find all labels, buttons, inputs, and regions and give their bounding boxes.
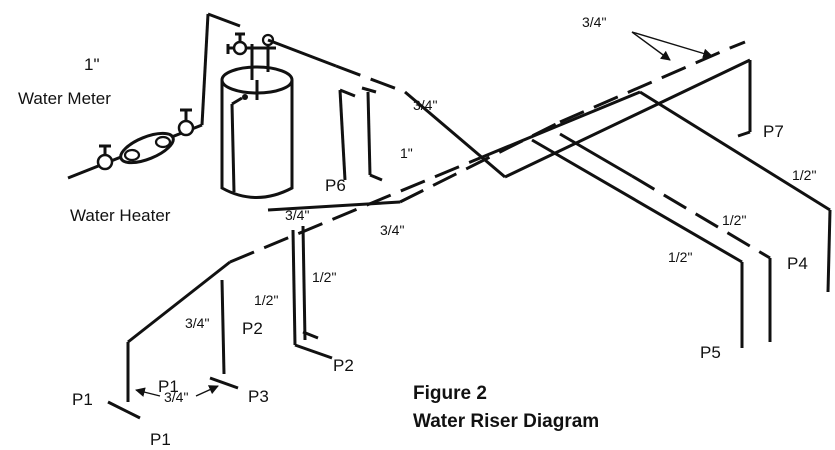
pipe-size-label: 1/2" xyxy=(668,249,692,265)
pipe-size-label: 3/4" xyxy=(380,222,404,238)
fixture-label: P3 xyxy=(248,387,269,406)
water-meter-label: Water Meter xyxy=(18,89,111,108)
pipe-size-label: 1/2" xyxy=(722,212,746,228)
fixture-label: P1 xyxy=(158,377,179,396)
water-heater-label: Water Heater xyxy=(70,206,171,225)
valve-icon xyxy=(177,119,195,137)
fixture-label: P2 xyxy=(333,356,354,375)
fixture-label: P2 xyxy=(242,319,263,338)
pipe-size-label: 1" xyxy=(400,145,413,161)
pipe-size-label: 3/4" xyxy=(185,315,209,331)
cold-water-lines xyxy=(107,40,832,420)
water-meter-assembly xyxy=(67,12,241,180)
water-meter-body xyxy=(119,131,175,165)
pipe-size-label: 3/4" xyxy=(164,389,188,405)
fixture-label: P7 xyxy=(763,122,784,141)
fixture-label: P1 xyxy=(72,390,93,409)
pipe-size-label: 3/4" xyxy=(285,207,309,223)
figure-title: Water Riser Diagram xyxy=(413,411,599,432)
figure-number: Figure 2 xyxy=(413,383,487,404)
water-heater xyxy=(220,32,294,199)
size-arrows xyxy=(135,31,713,397)
fixture-label: P4 xyxy=(787,254,808,273)
pipe-size-label: 1/2" xyxy=(312,269,336,285)
pipe-size-label: 3/4" xyxy=(413,97,437,113)
valve-icon xyxy=(96,153,114,171)
fixture-label: P6 xyxy=(325,176,346,195)
pipe-size-label: 1/2" xyxy=(792,167,816,183)
fixture-label: P1 xyxy=(150,430,171,449)
meter-size-label: 1" xyxy=(84,55,100,74)
pipe-size-label: 1/2" xyxy=(254,292,278,308)
hot-water-lines xyxy=(267,38,752,182)
valve-icon xyxy=(232,40,248,56)
fixture-label: P5 xyxy=(700,343,721,362)
pipe-size-label: 3/4" xyxy=(582,14,606,30)
